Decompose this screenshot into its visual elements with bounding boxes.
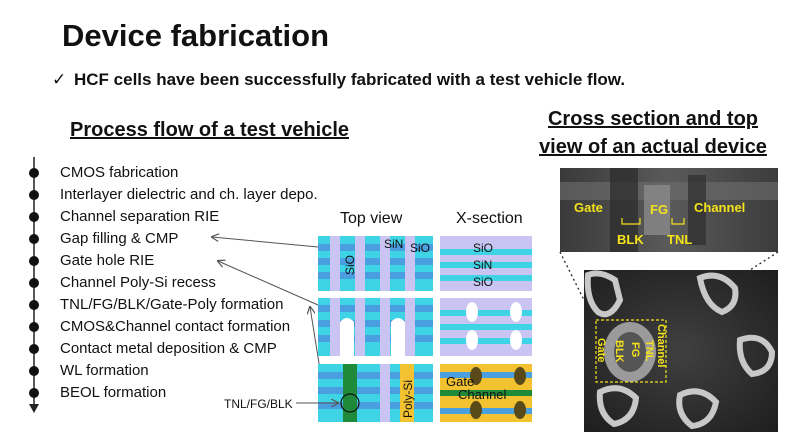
top-view-micrograph: Gate BLK FG TNL Channel	[584, 270, 778, 432]
panel3-x-channel: Channel	[458, 387, 507, 402]
panel2-x-section	[440, 298, 532, 356]
panel1-top-sin: SiN	[384, 237, 403, 251]
pointer-arrow-gap-fill	[212, 237, 319, 248]
panel3-top-polysi: Poly-Si	[401, 380, 415, 418]
timeline-dot	[29, 168, 39, 178]
step-ild-deposition: Interlayer dielectric and ch. layer depo…	[60, 186, 318, 203]
step-gap-filling: Gap filling & CMP	[60, 230, 179, 247]
step-beol-formation: BEOL formation	[60, 384, 167, 401]
timeline-dot	[29, 212, 39, 222]
slide-title: Device fabrication	[62, 18, 330, 53]
top-view-heading: Top view	[340, 210, 403, 227]
pointer-arrow-gate-hole	[218, 261, 319, 306]
timeline-dot	[29, 256, 39, 266]
summary-bullet: ✓ HCF cells have been successfully fabric…	[52, 70, 625, 90]
micro-gate-label: Gate	[574, 200, 603, 215]
cross-section-micrograph: Gate FG Channel BLK TNL	[560, 168, 778, 252]
step-contact-formation: CMOS&Channel contact formation	[60, 318, 291, 335]
panel1-x-sin: SiN	[473, 258, 492, 272]
pointer-label: TNL/FG/BLK	[224, 397, 293, 411]
panel3-x-section: Gate Channel	[440, 364, 532, 422]
panel3-x-gate: Gate	[446, 374, 474, 389]
panel1-x-section: SiO SiN SiO	[440, 236, 532, 291]
timeline-dot	[29, 190, 39, 200]
micro-rot-blk: BLK	[613, 340, 625, 363]
panel1-top-sio-a: SiO	[410, 241, 430, 255]
panel1-x-sio-b: SiO	[473, 275, 493, 289]
cross-section-title: Cross section and top view of an actual …	[528, 105, 778, 161]
step-tnl-formation: TNL/FG/BLK/Gate-Poly formation	[60, 296, 284, 313]
summary-text: HCF cells have been successfully fabrica…	[74, 70, 626, 89]
x-section-heading: X-section	[456, 210, 523, 227]
micro-rot-tnl: TNL	[643, 340, 655, 362]
checkmark-icon: ✓	[52, 70, 67, 89]
timeline-dot	[29, 344, 39, 354]
panel3-top-view: Poly-Si	[318, 364, 433, 422]
micro-rot-fg: FG	[629, 342, 641, 357]
step-contact-metal: Contact metal deposition & CMP	[60, 340, 277, 357]
step-gate-hole: Gate hole RIE	[60, 252, 155, 269]
micro-rot-gate: Gate	[595, 338, 607, 362]
process-flow-title: Process flow of a test vehicle	[70, 119, 349, 141]
timeline-dot	[29, 234, 39, 244]
cross-section-title-line1: Cross section and top	[547, 108, 759, 130]
cross-section-title-line2: view of an actual device	[539, 136, 767, 158]
micro-blk-label: BLK	[617, 232, 644, 247]
timeline-dot	[29, 278, 39, 288]
timeline-dot	[29, 300, 39, 310]
panel1-x-sio-a: SiO	[473, 241, 493, 255]
micro-rot-channel: Channel	[655, 324, 667, 367]
timeline-arrow-icon	[29, 404, 39, 413]
step-wl-formation: WL formation	[60, 362, 149, 379]
micro-fg-label: FG	[650, 202, 668, 217]
timeline-dot	[29, 366, 39, 376]
timeline-dot	[29, 388, 39, 398]
panel1-top-view: SiN SiO SiO	[318, 236, 433, 291]
timeline-dot	[29, 322, 39, 332]
step-cmos-fabrication: CMOS fabrication	[60, 164, 179, 181]
panel1-top-sio-b: SiO	[343, 255, 357, 275]
step-channel-separation: Channel separation RIE	[60, 208, 220, 225]
micro-tnl-label: TNL	[667, 232, 692, 247]
micro-channel-label: Channel	[694, 200, 745, 215]
step-channel-recess: Channel Poly-Si recess	[60, 274, 216, 291]
panel2-top-view	[318, 298, 433, 356]
